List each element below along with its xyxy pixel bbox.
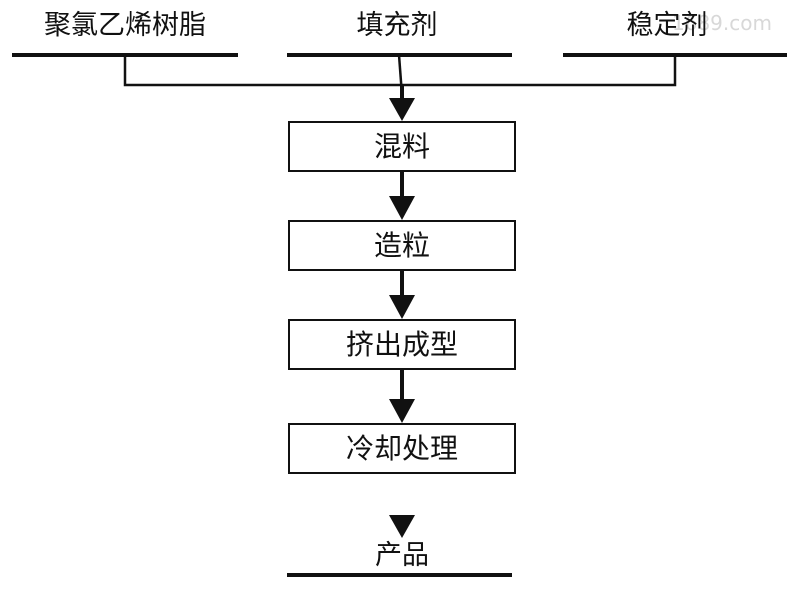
arrow-head-cooling-to-product <box>389 515 415 538</box>
step-box-extrusion: 挤出成型 <box>288 319 516 370</box>
step-label-pelletizing: 造粒 <box>374 229 430 262</box>
step-box-mixing: 混料 <box>288 121 516 172</box>
step-box-cooling: 冷却处理 <box>288 423 516 474</box>
arrow-head-mixing-to-pelletizing <box>389 196 415 220</box>
watermark-text: 1689.com <box>672 11 772 35</box>
step-box-pelletizing: 造粒 <box>288 220 516 271</box>
output-label-product: 产品 <box>375 540 429 571</box>
input-label-pvc-resin: 聚氯乙烯树脂 <box>44 10 206 41</box>
step-label-mixing: 混料 <box>374 130 430 163</box>
arrow-head-extrusion-to-cooling <box>389 399 415 423</box>
arrow-head-pelletizing-to-extrusion <box>389 295 415 319</box>
step-label-cooling: 冷却处理 <box>346 432 458 465</box>
step-label-extrusion: 挤出成型 <box>346 328 458 361</box>
input-label-filler: 填充剂 <box>357 10 438 41</box>
input-label-stabilizer: 稳定剂 <box>627 10 708 41</box>
arrow-head-inputs-to-mixing <box>389 98 415 121</box>
